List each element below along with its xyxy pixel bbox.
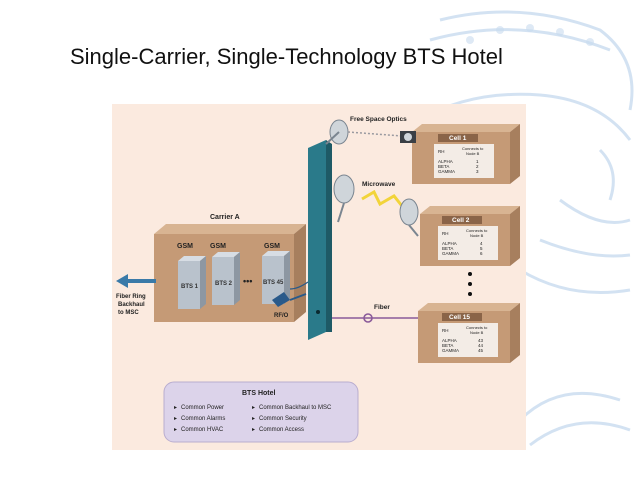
bts-label-45: BTS 45 (263, 280, 284, 286)
cell-box-15 (418, 303, 520, 363)
cell-15-connects-1: Connects to (466, 325, 488, 330)
cell-1-sector-alpha: ALPHA (438, 159, 453, 164)
bts-label-2: BTS 2 (215, 281, 233, 287)
gsm-label-3: GSM (264, 243, 280, 250)
hotel-left-item-1: Common Power (181, 405, 224, 411)
cell-15-value-gamma: 45 (478, 348, 484, 353)
distribution-tower (308, 140, 332, 340)
hotel-left-bullet-1: ▸ (174, 405, 177, 411)
gsm-label-1: GSM (177, 243, 193, 250)
cell-2-connects-2: Node B (470, 233, 484, 238)
hotel-left-item-2: Common Alarms (181, 416, 225, 422)
cell-1-rh: RH (438, 149, 445, 154)
cell-2-value-beta: 5 (480, 246, 483, 251)
fiber-label: Fiber (374, 304, 390, 311)
cell-box-1 (412, 124, 520, 184)
cell-15-title: Cell 15 (449, 314, 470, 321)
cell-box-2 (420, 206, 520, 266)
cell-1-connects-1: Connects to (462, 146, 484, 151)
bts-hotel-diagram: Carrier A GSM GSM GSM BTS 1 BTS 2 ••• BT… (112, 104, 526, 450)
backhaul-label-line-1: Fiber Ring (116, 294, 146, 300)
bts-cabinet-1 (178, 256, 206, 309)
cell-continuation-dots (468, 272, 472, 296)
cell-2-value-gamma: 6 (480, 251, 483, 256)
hotel-right-item-3: Common Access (259, 427, 304, 433)
backhaul-arrow (116, 274, 156, 288)
backhaul-label-line-2: Backhaul (118, 302, 145, 308)
cell-15-value-beta: 44 (478, 343, 484, 348)
cell-15-sector-alpha: ALPHA (442, 338, 457, 343)
cell-1-connects-2: Node B (466, 151, 480, 156)
bts-label-1: BTS 1 (181, 284, 199, 290)
cell-1-value-gamma: 3 (476, 169, 479, 174)
cell-1-title: Cell 1 (449, 135, 467, 142)
rf-cables (289, 281, 309, 290)
bts-ellipsis: ••• (243, 276, 252, 286)
cell-2-sector-gamma: GAMMA (442, 251, 459, 256)
fiber-link (332, 313, 418, 323)
bts-hotel-box (163, 381, 359, 443)
cell-15-value-alpha: 43 (478, 338, 484, 343)
bts-hotel-title: BTS Hotel (242, 390, 276, 397)
cell-2-sector-beta: BETA (442, 246, 453, 251)
backhaul-label-line-3: to MSC (118, 310, 139, 316)
bts-cabinet-2 (212, 252, 240, 305)
cell-1-value-beta: 2 (476, 164, 479, 169)
rf-o-label: RF/O (274, 313, 289, 319)
bts-cabinet-45 (262, 251, 290, 304)
hotel-left-bullet-2: ▸ (174, 416, 177, 422)
hotel-left-bullet-3: ▸ (174, 427, 177, 433)
cell-1-value-alpha: 1 (476, 159, 479, 164)
microwave-label: Microwave (362, 181, 396, 188)
cell-2-rh: RH (442, 231, 449, 236)
cell-15-connects-2: Node B (470, 330, 484, 335)
free-space-optics-beam (347, 131, 403, 137)
hotel-right-bullet-3: ▸ (252, 427, 255, 433)
carrier-label: Carrier A (210, 214, 240, 221)
free-space-optics-label: Free Space Optics (350, 116, 407, 123)
hotel-left-item-3: Common HVAC (181, 427, 224, 433)
cell-1-sector-beta: BETA (438, 164, 449, 169)
cell-2-connects-1: Connects to (466, 228, 488, 233)
cell-2-sector-alpha: ALPHA (442, 241, 457, 246)
cell-2-value-alpha: 4 (480, 241, 483, 246)
rf-o-unit (272, 292, 307, 307)
gsm-label-2: GSM (210, 243, 226, 250)
cell-1-optics-receiver (400, 131, 416, 143)
hotel-right-item-1: Common Backhaul to MSC (259, 405, 332, 411)
cell-2-title: Cell 2 (452, 217, 470, 224)
microwave-dish-tower (333, 174, 355, 223)
microwave-beam (361, 189, 404, 207)
microwave-dish-cell (399, 198, 419, 237)
slide-title: Single-Carrier, Single-Technology BTS Ho… (70, 44, 503, 69)
hotel-right-bullet-2: ▸ (252, 416, 255, 422)
cell-15-rh: RH (442, 328, 449, 333)
cell-1-sector-gamma: GAMMA (438, 169, 455, 174)
hotel-right-item-2: Common Security (259, 416, 307, 422)
hotel-right-bullet-1: ▸ (252, 405, 255, 411)
cell-15-sector-beta: BETA (442, 343, 453, 348)
cell-15-sector-gamma: GAMMA (442, 348, 459, 353)
